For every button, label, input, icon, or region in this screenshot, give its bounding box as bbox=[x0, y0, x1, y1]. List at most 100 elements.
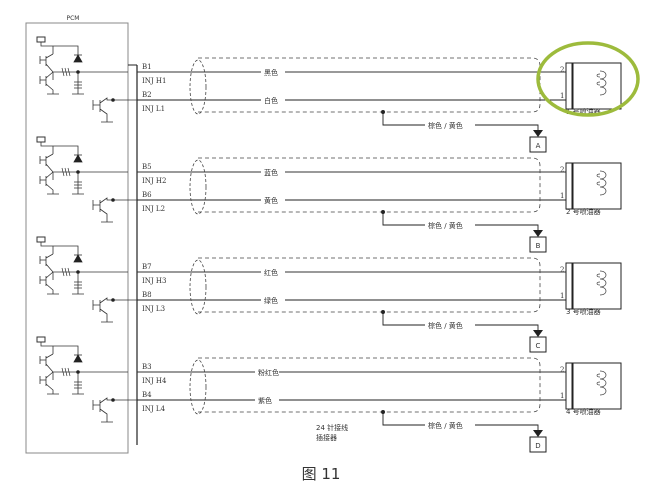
connector-label-2: 插接器 bbox=[316, 433, 337, 442]
ground-reference-label: A bbox=[536, 142, 541, 150]
injector-label: 2 号喷油器 bbox=[566, 207, 601, 216]
low-pin-label: B4 bbox=[142, 391, 152, 399]
injector-coil-icon bbox=[596, 70, 607, 96]
injector-body bbox=[572, 162, 622, 210]
low-side-transistor-icon bbox=[92, 297, 137, 323]
high-circuit-label: INJ H1 bbox=[142, 77, 166, 85]
low-wire-color: 紫色 bbox=[258, 396, 272, 405]
high-wire-color: 红色 bbox=[264, 268, 278, 277]
resistor-icon bbox=[61, 367, 82, 389]
injector-body bbox=[572, 362, 622, 410]
label-bg bbox=[425, 420, 475, 429]
injector-pin-2: 2 bbox=[560, 166, 564, 174]
low-circuit-label: INJ L2 bbox=[142, 205, 165, 213]
label-bg bbox=[255, 367, 279, 376]
injector-pin-2: 2 bbox=[560, 366, 564, 374]
drain-wire-color: 棕色 / 黄色 bbox=[428, 121, 463, 130]
high-pin-label: B1 bbox=[142, 63, 152, 71]
supply-terminal-icon bbox=[36, 36, 46, 43]
ground-arrow-icon bbox=[533, 130, 543, 137]
junction-dot bbox=[76, 370, 80, 374]
ground-reference-box bbox=[529, 336, 547, 353]
high-wire-color: 蓝色 bbox=[264, 168, 278, 177]
shield-ellipse bbox=[189, 59, 207, 115]
injector-pin-2: 2 bbox=[560, 66, 564, 74]
connector-label-1: 24 针接线 bbox=[316, 423, 348, 432]
shield-outline bbox=[198, 157, 541, 213]
junction-dot bbox=[111, 298, 115, 302]
shield-outline bbox=[198, 57, 541, 113]
low-wire-color: 黄色 bbox=[264, 196, 278, 205]
ground-reference-box bbox=[529, 136, 547, 153]
label-bg bbox=[261, 295, 285, 304]
driver-transistor-icon bbox=[39, 342, 128, 395]
injector-body bbox=[572, 262, 622, 310]
ground-reference-label: B bbox=[536, 242, 541, 250]
pcm-label: PCM bbox=[67, 15, 80, 22]
junction-dot bbox=[76, 170, 80, 174]
junction-dot bbox=[111, 98, 115, 102]
highlight-circle bbox=[536, 41, 640, 117]
ground-reference-box bbox=[529, 436, 547, 453]
injector-coil-icon bbox=[596, 170, 607, 196]
ground-arrow-icon bbox=[533, 230, 543, 237]
high-pin-label: B7 bbox=[142, 263, 152, 271]
resistor-icon bbox=[61, 167, 82, 189]
pcm-box bbox=[25, 22, 129, 454]
diode-icon bbox=[73, 354, 83, 363]
low-pin-label: B2 bbox=[142, 91, 152, 99]
injector-coil-icon bbox=[596, 370, 607, 396]
injector-connector bbox=[565, 362, 573, 410]
injector-label: 1 号喷油器 bbox=[566, 107, 601, 116]
low-side-transistor-icon bbox=[92, 197, 137, 223]
injector-label: 4 号喷油器 bbox=[566, 407, 601, 416]
shield-ellipse bbox=[189, 159, 207, 215]
injector-label: 3 号喷油器 bbox=[566, 307, 601, 316]
label-bg bbox=[255, 395, 279, 404]
drain-wire-color: 棕色 / 黄色 bbox=[428, 421, 463, 430]
high-pin-label: B5 bbox=[142, 163, 152, 171]
injector-pin-1: 1 bbox=[560, 392, 564, 400]
high-circuit-label: INJ H4 bbox=[142, 377, 167, 385]
injector-body bbox=[572, 62, 622, 110]
junction-dot bbox=[76, 270, 80, 274]
diode-icon bbox=[73, 154, 83, 163]
high-wire-color: 粉红色 bbox=[258, 368, 279, 377]
injector-connector bbox=[565, 262, 573, 310]
ground-reference-box bbox=[529, 236, 547, 253]
low-circuit-label: INJ L1 bbox=[142, 105, 165, 113]
drain-wire-color: 棕色 / 黄色 bbox=[428, 221, 463, 230]
resistor-icon bbox=[61, 67, 82, 89]
injector-pin-2: 2 bbox=[560, 266, 564, 274]
label-bg bbox=[261, 195, 285, 204]
shield-outline bbox=[198, 257, 541, 313]
driver-transistor-icon bbox=[39, 242, 128, 295]
supply-terminal-icon bbox=[36, 336, 46, 343]
low-pin-label: B6 bbox=[142, 191, 152, 199]
junction-dot bbox=[111, 198, 115, 202]
supply-terminal-icon bbox=[36, 236, 46, 243]
low-wire-color: 绿色 bbox=[264, 296, 278, 305]
low-circuit-label: INJ L4 bbox=[142, 405, 166, 413]
label-bg bbox=[425, 320, 475, 329]
low-pin-label: B8 bbox=[142, 291, 152, 299]
high-pin-label: B3 bbox=[142, 363, 152, 371]
shield-ellipse bbox=[189, 259, 207, 315]
junction-dot bbox=[76, 70, 80, 74]
label-bg bbox=[425, 220, 475, 229]
low-circuit-label: INJ L3 bbox=[142, 305, 165, 313]
driver-transistor-icon bbox=[39, 142, 128, 195]
shield-outline bbox=[198, 357, 541, 413]
supply-terminal-icon bbox=[36, 136, 46, 143]
label-bg bbox=[261, 167, 285, 176]
injector-pin-1: 1 bbox=[560, 192, 564, 200]
injector-pin-1: 1 bbox=[560, 92, 564, 100]
injector-connector bbox=[565, 62, 573, 110]
ground-arrow-icon bbox=[533, 430, 543, 437]
high-circuit-label: INJ H2 bbox=[142, 177, 166, 185]
high-circuit-label: INJ H3 bbox=[142, 277, 166, 285]
ground-reference-label: D bbox=[535, 442, 540, 450]
high-wire-color: 黑色 bbox=[264, 68, 278, 77]
